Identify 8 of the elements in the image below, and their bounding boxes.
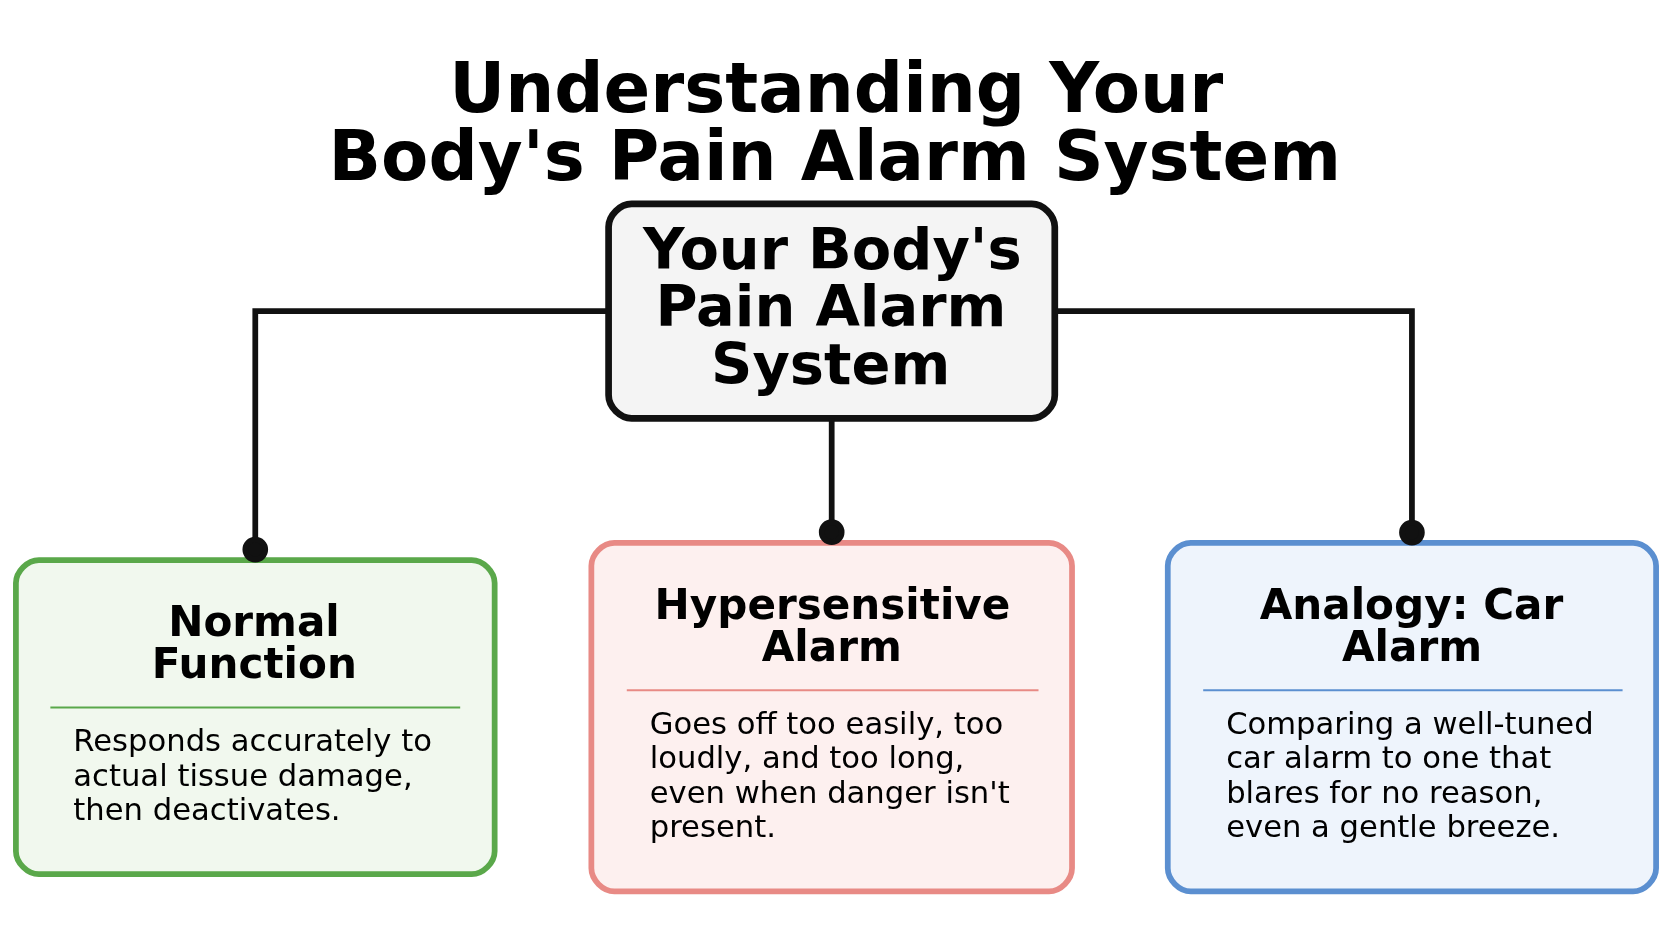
connector — [818, 418, 845, 545]
node-box: Your Body's Pain Alarm System — [605, 200, 1059, 422]
node-box: Normal Function Responds accurately to actual tissue damage, then deactivates. — [13, 556, 498, 877]
node-box: Analogy: Car Alarm Comparing a well-tuned car alarm to one that blares for no reason, even a gentle breeze. — [1164, 539, 1659, 894]
connector — [1055, 307, 1425, 545]
diagram-title: Understanding Your Body's Pain Alarm System — [328, 47, 1342, 196]
node-box: Hypersensitive Alarm Goes off too easily, too loudly, and too long, even when danger isn't present. — [588, 539, 1075, 894]
connector — [242, 307, 608, 562]
